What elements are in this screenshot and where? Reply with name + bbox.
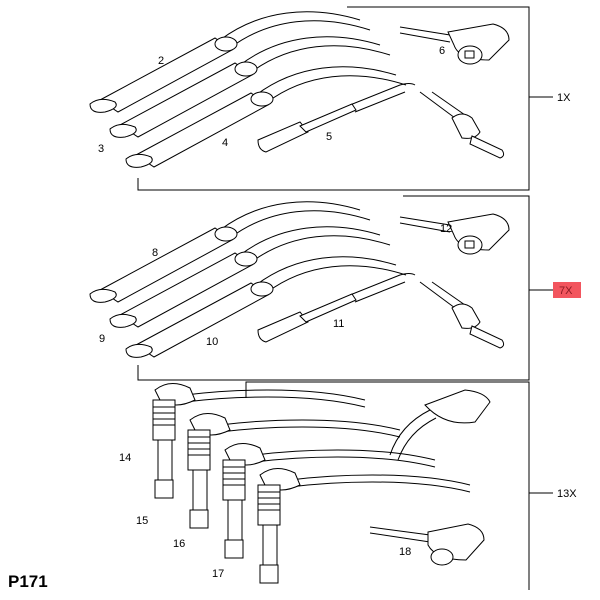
part-label: 10 [206,336,218,348]
highlight-box [553,282,581,298]
group-2-frame [137,195,553,381]
quantity-label-1: 1X [557,92,571,104]
ignition-wire-set-3-drawing [152,382,491,584]
part-label: 16 [173,538,185,550]
part-label: 3 [98,143,104,155]
part-label: 9 [99,333,105,345]
quantity-label-2[interactable]: 7X [559,285,573,297]
quantity-label-3: 13X [557,488,577,500]
part-label: 2 [158,55,164,67]
part-label: 14 [119,452,131,464]
part-label: 8 [152,247,158,259]
part-label: 15 [136,515,148,527]
diagram-code: P171 [8,572,48,591]
part-label: 12 [440,223,452,235]
part-label: 17 [212,568,224,580]
part-label: 4 [222,137,228,149]
part-label: 6 [439,45,445,57]
part-labels: 2 3 4 5 6 8 9 10 11 12 14 15 16 17 18 [98,45,452,580]
part-label: 11 [333,318,344,330]
part-label: 5 [326,131,332,143]
ignition-wire-set-1-drawing [89,11,510,168]
group-1-frame [137,6,553,191]
part-label: 18 [399,546,411,558]
